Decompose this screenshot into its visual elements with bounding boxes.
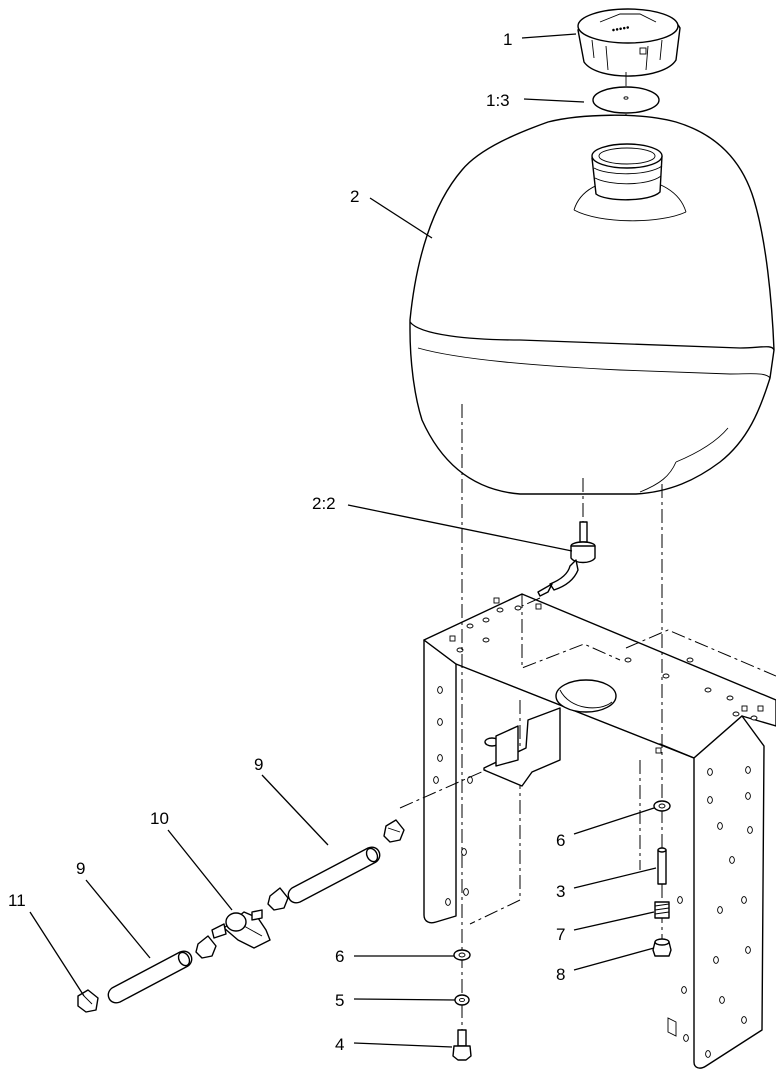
fuel-cap: ●●●●● [577, 8, 681, 77]
callout-9-upper: 9 [254, 755, 263, 774]
callout-5: 5 [335, 991, 344, 1010]
callout-2-2: 2:2 [312, 494, 336, 513]
callout-6-lower: 6 [335, 947, 344, 966]
mounting-hardware [452, 800, 672, 1061]
callout-3: 3 [556, 882, 565, 901]
callout-4: 4 [335, 1035, 344, 1054]
callout-9-lower: 9 [76, 859, 85, 878]
fuel-outlet-elbow [537, 521, 596, 597]
callout-10: 10 [150, 809, 169, 828]
callout-1: 1 [503, 30, 512, 49]
callout-11: 11 [8, 891, 26, 910]
fuel-tank [409, 114, 775, 495]
callout-6-upper: 6 [556, 831, 565, 850]
callout-8: 8 [556, 965, 565, 984]
callout-2: 2 [350, 187, 359, 206]
fuel-line-assembly [77, 819, 405, 1013]
mounting-frame [423, 593, 776, 1069]
leader-lines [29, 33, 657, 1048]
callout-1-3: 1:3 [486, 91, 510, 110]
svg-text:●●●●●: ●●●●● [611, 25, 630, 34]
callout-7: 7 [556, 925, 565, 944]
frame-holes [433, 597, 764, 1058]
